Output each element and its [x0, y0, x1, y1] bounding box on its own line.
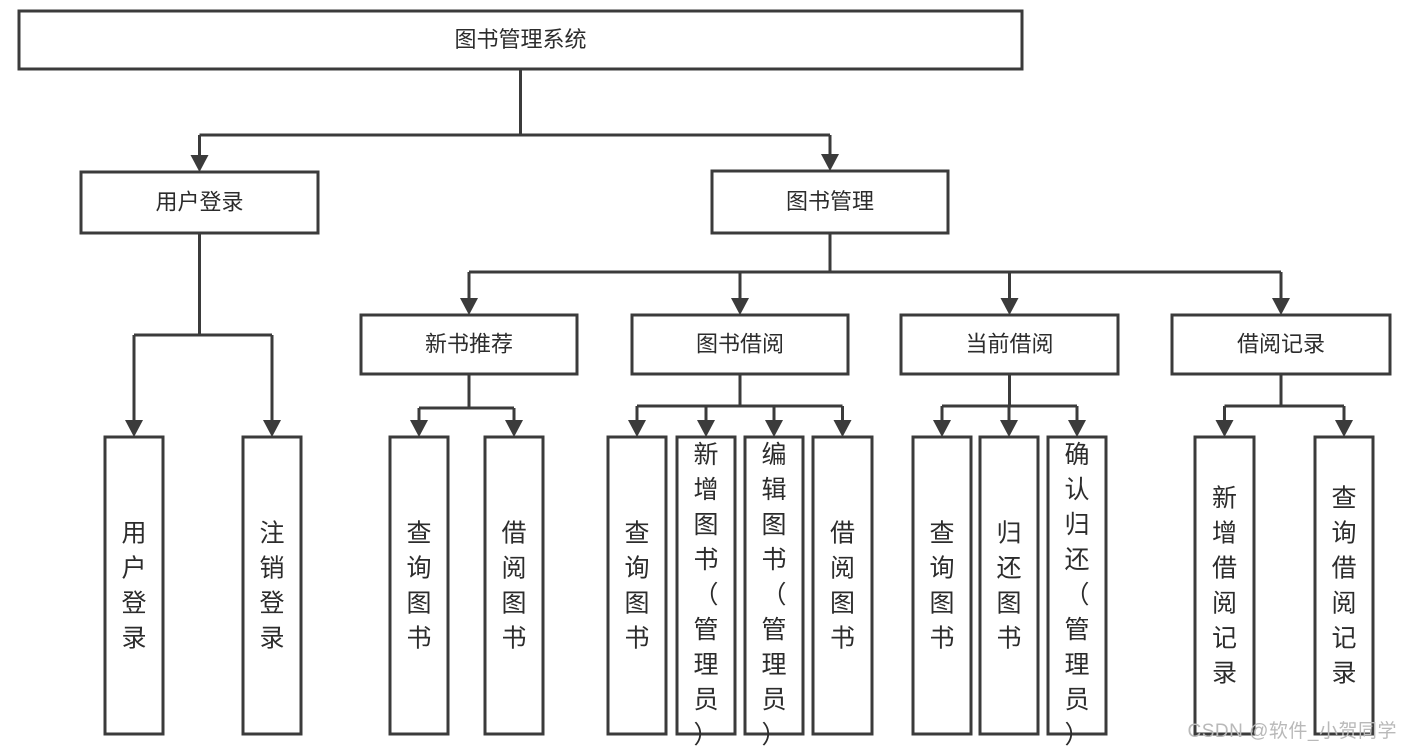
node-box-new_book_rec[interactable] — [359, 313, 579, 376]
arrow-head-leaf_query_record — [1335, 420, 1353, 437]
node-label-new_book_rec: 新书推荐 — [425, 331, 513, 356]
arrow-head-leaf_add_book — [697, 420, 715, 437]
connector-group-bus-book-borrow — [628, 374, 852, 437]
node-label-leaf_edit_book: 编辑图书（管理员） — [761, 441, 786, 747]
node-leaf_confirm_return[interactable]: 确认归还（管理员） — [1046, 435, 1108, 747]
node-leaf_query_record[interactable]: 查询借阅记录 — [1313, 435, 1375, 736]
node-label-leaf_query_book_rec: 查询图书 — [406, 520, 431, 653]
arrow-head-leaf_return_book — [1000, 420, 1018, 437]
node-leaf_query_book_rec[interactable]: 查询图书 — [388, 435, 450, 736]
connectors-layer — [125, 69, 1353, 437]
nodes-layer: 图书管理系统用户登录图书管理新书推荐图书借阅当前借阅借阅记录用户登录注销登录查询… — [17, 9, 1392, 747]
node-leaf_user_login[interactable]: 用户登录 — [103, 435, 165, 736]
arrow-head-leaf_confirm_return — [1068, 420, 1086, 437]
node-box-leaf_user_login[interactable] — [103, 435, 165, 736]
node-label-leaf_user_logout: 注销登录 — [259, 520, 284, 653]
node-box-leaf_add_record[interactable] — [1193, 435, 1256, 736]
node-label-leaf_borrow_book_rec: 借阅图书 — [501, 520, 526, 653]
node-box-leaf_borrow_book_rec[interactable] — [483, 435, 545, 736]
node-leaf_borrow_book_b[interactable]: 借阅图书 — [811, 435, 874, 736]
node-current_borrow[interactable]: 当前借阅 — [899, 313, 1120, 376]
node-box-book_borrow[interactable] — [630, 313, 850, 376]
arrow-head-book_manage — [821, 154, 839, 171]
node-borrow_record[interactable]: 借阅记录 — [1170, 313, 1392, 376]
arrow-head-leaf_user_logout — [263, 420, 281, 437]
node-box-leaf_confirm_return[interactable] — [1046, 435, 1108, 736]
node-leaf_edit_book[interactable]: 编辑图书（管理员） — [743, 435, 805, 747]
node-box-user_login[interactable] — [79, 170, 320, 235]
arrow-head-borrow_record — [1272, 298, 1290, 315]
node-book_borrow[interactable]: 图书借阅 — [630, 313, 850, 376]
node-box-leaf_query_book_b[interactable] — [606, 435, 668, 736]
node-label-leaf_borrow_book_b: 借阅图书 — [830, 520, 855, 653]
node-label-book_manage: 图书管理 — [786, 189, 874, 214]
node-box-leaf_add_book[interactable] — [675, 435, 737, 736]
node-leaf_return_book[interactable]: 归还图书 — [978, 435, 1040, 736]
node-label-leaf_confirm_return: 确认归还（管理员） — [1064, 441, 1089, 747]
arrow-head-leaf_edit_book — [765, 420, 783, 437]
node-label-book_borrow: 图书借阅 — [696, 331, 784, 356]
node-box-leaf_return_book[interactable] — [978, 435, 1040, 736]
connector-group-bus-root — [190, 69, 839, 172]
node-new_book_rec[interactable]: 新书推荐 — [359, 313, 579, 376]
node-root[interactable]: 图书管理系统 — [17, 9, 1024, 71]
node-box-book_manage[interactable] — [710, 169, 950, 235]
node-box-current_borrow[interactable] — [899, 313, 1120, 376]
node-label-leaf_query_record: 查询借阅记录 — [1331, 485, 1356, 688]
node-leaf_query_book_b[interactable]: 查询图书 — [606, 435, 668, 736]
arrow-head-leaf_query_book_b — [628, 420, 646, 437]
arrow-head-leaf_user_login — [125, 420, 143, 437]
node-label-borrow_record: 借阅记录 — [1237, 331, 1325, 356]
node-leaf_add_record[interactable]: 新增借阅记录 — [1193, 435, 1256, 736]
node-box-leaf_edit_book[interactable] — [743, 435, 805, 736]
arrow-head-user_login — [190, 155, 209, 172]
arrow-head-leaf_add_record — [1215, 420, 1234, 437]
node-label-leaf_query_book_c: 查询图书 — [929, 520, 954, 653]
connector-group-bus-current-borrow — [933, 374, 1086, 437]
node-box-leaf_borrow_book_b[interactable] — [811, 435, 874, 736]
node-box-leaf_query_record[interactable] — [1313, 435, 1375, 736]
connector-group-bus-user-login — [125, 233, 281, 437]
node-user_login[interactable]: 用户登录 — [79, 170, 320, 235]
arrow-head-book_borrow — [731, 298, 749, 315]
node-box-root[interactable] — [17, 9, 1024, 71]
node-box-leaf_user_logout[interactable] — [241, 435, 303, 736]
node-label-leaf_add_book: 新增图书（管理员） — [693, 441, 718, 747]
arrow-head-leaf_query_book_c — [933, 420, 951, 437]
node-leaf_borrow_book_rec[interactable]: 借阅图书 — [483, 435, 545, 736]
node-label-leaf_return_book: 归还图书 — [996, 520, 1021, 653]
node-box-borrow_record[interactable] — [1170, 313, 1392, 376]
node-label-current_borrow: 当前借阅 — [965, 331, 1053, 356]
node-leaf_query_book_c[interactable]: 查询图书 — [911, 435, 973, 736]
arrow-head-leaf_query_book_rec — [410, 420, 428, 437]
node-book_manage[interactable]: 图书管理 — [710, 169, 950, 235]
node-leaf_user_logout[interactable]: 注销登录 — [241, 435, 303, 736]
connector-group-bus-book-manage — [460, 233, 1290, 315]
node-label-leaf_query_book_b: 查询图书 — [624, 520, 649, 653]
arrow-head-current_borrow — [1000, 298, 1019, 315]
arrow-head-leaf_borrow_book_rec — [505, 420, 523, 437]
arrow-head-new_book_rec — [460, 298, 478, 315]
node-label-leaf_add_record: 新增借阅记录 — [1212, 485, 1237, 688]
node-label-leaf_user_login: 用户登录 — [121, 520, 146, 653]
node-box-leaf_query_book_c[interactable] — [911, 435, 973, 736]
node-leaf_add_book[interactable]: 新增图书（管理员） — [675, 435, 737, 747]
node-label-root: 图书管理系统 — [454, 27, 586, 52]
connector-group-bus-new-book-rec — [410, 374, 523, 437]
node-label-user_login: 用户登录 — [155, 189, 243, 214]
arrow-head-leaf_borrow_book_b — [833, 420, 852, 437]
watermark-label: CSDN @软件_小贺同学 — [1187, 721, 1397, 742]
connector-group-bus-borrow-record — [1215, 374, 1353, 437]
node-box-leaf_query_book_rec[interactable] — [388, 435, 450, 736]
